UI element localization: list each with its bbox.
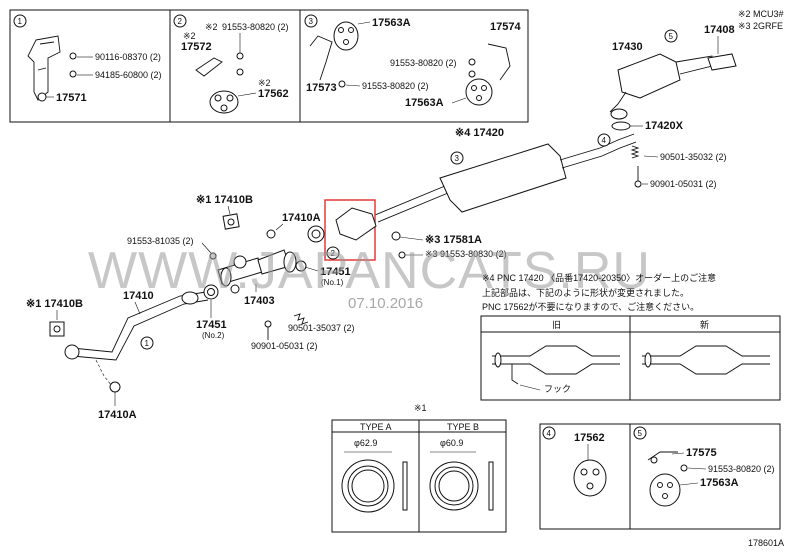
part-17410: 17410 — [123, 290, 154, 302]
callout-4-box-label: 4 — [547, 429, 552, 438]
part-17572: 17572 — [181, 41, 212, 53]
callout-2-label: 2 — [178, 17, 183, 26]
callout-2-main-label: 2 — [331, 249, 336, 258]
part-94185-60800: 94185-60800 (2) — [95, 70, 162, 80]
part-17410B-top: ※1 17410B — [196, 194, 253, 206]
part-17563A-top: 17563A — [372, 17, 411, 29]
figure-id: 178601A — [748, 538, 784, 548]
part-17575: 17575 — [686, 447, 717, 459]
date-stamp: 07.10.2016 — [348, 295, 423, 312]
part-90901-05031-r: 90901-05031 (2) — [650, 179, 717, 189]
gasket-type-table: ※1 TYPE A TYPE B φ62.9 φ60.9 — [331, 403, 507, 533]
callout-3-label: 3 — [309, 17, 314, 26]
part-91553-80820-b2: 91553-80820 (2) — [222, 22, 289, 32]
part-90901-05031-l: 90901-05031 (2) — [251, 341, 318, 351]
front-pipe-section: ※1 17410B 91553-81035 (2) 17451 (No.1) 1… — [26, 194, 355, 421]
part-17451-no1-sub: (No.1) — [321, 278, 344, 287]
callout-3-main-label: 3 — [455, 154, 460, 163]
part-17403: 17403 — [244, 295, 275, 307]
part-91553-80830: ※3 91553-80830 (2) — [425, 249, 507, 259]
part-90501-35037: 90501-35037 (2) — [288, 323, 355, 333]
part-17410A-top: 17410A — [282, 212, 321, 224]
note-mark-2a: ※2 — [205, 22, 218, 32]
callout-5-label: 5 — [669, 32, 674, 41]
part-90116-08370: 90116-08370 (2) — [95, 52, 161, 62]
part-17563A-b5: 17563A — [700, 477, 739, 489]
col-old-label: 旧 — [552, 320, 561, 330]
part-17562-b2: 17562 — [258, 88, 289, 100]
part-91553-80820-b5: 91553-80820 (2) — [708, 464, 775, 474]
part-17420X: 17420X — [645, 120, 684, 132]
part-17408: 17408 — [704, 24, 735, 36]
pnc-note-line-3: PNC 17562が不要になりますので、ご注意ください。 — [482, 301, 699, 312]
type-b-label: TYPE B — [447, 422, 479, 432]
part-17451-no2-sub: (No.2) — [202, 331, 225, 340]
note-mark-2b: ※2 — [183, 31, 196, 41]
pnc-note-line-2: 上記部品は、下記のように形状が変更されました。 — [482, 287, 689, 298]
part-17430: 17430 — [612, 41, 643, 53]
type-a-label: TYPE A — [360, 422, 392, 432]
part-17581A: ※3 17581A — [425, 234, 482, 246]
callout-1-main-label: 1 — [145, 339, 150, 348]
pnc-note-line-1: ※4 PNC 17420 〈品番17420-20350〉オーダー上のご注意 — [482, 272, 716, 283]
type-a-diameter: φ62.9 — [354, 438, 377, 448]
part-91553-80820-b3b: 91553-80820 (2) — [362, 81, 429, 91]
part-17562-b4: 17562 — [574, 432, 605, 444]
col-new-label: 新 — [700, 319, 709, 330]
part-17563A-bottom: 17563A — [405, 97, 444, 109]
type-b-diameter: φ60.9 — [440, 438, 463, 448]
part-91553-81035: 91553-81035 (2) — [127, 236, 194, 246]
watermark: WWW.JAPANCATS.RU — [88, 242, 651, 300]
part-17451-no1: 17451 — [320, 266, 351, 278]
rear-muffler-assembly: 5 17408 17430 17420X — [609, 24, 737, 132]
note-mcu3: ※2 MCU3# — [738, 9, 784, 19]
detail-box-1: 1 90116-08370 (2) 94185-60800 (2) 17571 — [9, 9, 171, 123]
part-17410B-left: ※1 17410B — [26, 298, 83, 310]
part-91553-80820-b3a: 91553-80820 (2) — [390, 58, 457, 68]
part-17574: 17574 — [490, 21, 521, 33]
catalyst-highlight-box — [324, 199, 376, 261]
detail-box-4: 4 17562 — [539, 423, 631, 530]
part-17410A-bottom: 17410A — [98, 409, 137, 421]
gasket-table-mark: ※1 — [414, 403, 427, 413]
note-mark-2c: ※2 — [258, 78, 271, 88]
detail-box-2: 2 ※2 91553-80820 (2) ※2 17572 ※2 17562 — [169, 9, 301, 123]
part-90501-35032: 90501-35032 (2) — [660, 152, 727, 162]
part-17571: 17571 — [56, 92, 87, 104]
note-2grfe: ※3 2GRFE — [738, 21, 783, 31]
callout-5-box-label: 5 — [638, 429, 643, 438]
detail-box-5: 5 17575 91553-80820 (2) 17563A — [629, 423, 781, 530]
detail-box-3: 3 17563A 17574 91553-80820 (2) 17573 915… — [299, 9, 529, 123]
callout-1-label: 1 — [18, 17, 23, 26]
part-17573: 17573 — [306, 82, 337, 94]
callout-4-label: 4 — [602, 136, 607, 145]
main-pipe-assembly: ※4 17420 3 4 90501-35032 (2) 90901-05031… — [374, 127, 727, 223]
part-17420: ※4 17420 — [455, 127, 504, 139]
hook-label: フック — [544, 384, 571, 394]
part-17451-no2: 17451 — [196, 319, 227, 331]
catalyst-section: 2 17410A ※3 17581A ※3 91553-80830 (2) — [266, 199, 507, 261]
pnc-note: ※4 PNC 17420 〈品番17420-20350〉オーダー上のご注意 上記… — [480, 272, 781, 401]
